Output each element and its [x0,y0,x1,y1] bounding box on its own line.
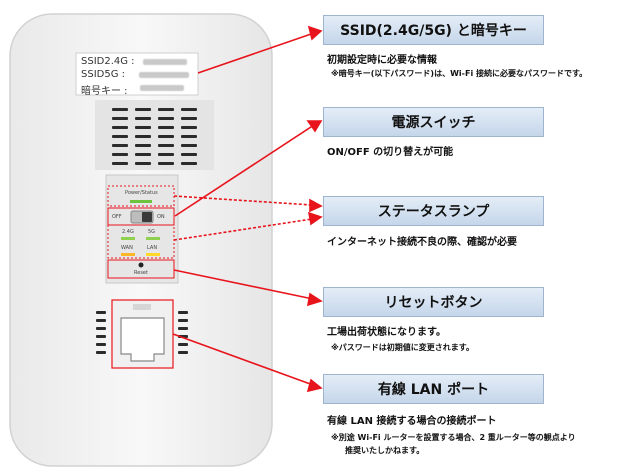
led-lan-label: LAN [147,245,158,251]
arrow-reset [173,269,314,300]
arrowhead-ssid [307,25,323,41]
switch-off-label: OFF [112,214,122,220]
arrow-status-1 [173,195,313,206]
lan-port [120,317,165,362]
led-wan [121,253,135,256]
led-24g [121,237,135,240]
callout-lan-port: 有線 LAN ポート [323,374,544,404]
vent-slots [112,108,197,165]
note-ssid: ※暗号キー(以下パスワード)は、Wi-Fi 接続に必要なパスワードです。 [331,69,588,78]
led-24g-label: 2.4G [122,229,134,235]
arrowhead-power [306,120,323,133]
arrow-status-2 [173,218,313,241]
arrows [172,25,323,393]
power-switch-knob [142,212,152,222]
ssid24-label: SSID2.4G : [81,56,135,67]
note-lan-port: ※別途 Wi-Fi ルーターを設置する場合、2 重ルーター等の観点より [331,433,576,442]
reset-highlight [107,259,175,279]
arrowhead-status-2 [307,211,323,226]
desc-ssid: 初期設定時に必要な情報 [327,55,437,66]
switch-on-label: ON [157,214,165,220]
desc-power-switch: ON/OFF の切り替えが可能 [327,147,454,158]
arrowhead-status-1 [309,198,323,213]
reset-label: Reset [134,270,148,276]
arrowhead-lan [306,378,323,393]
led-5g [146,237,160,240]
reset-button-hole [138,262,144,268]
key-label: 暗号キー : [81,86,128,97]
note-lan-port-2: 推奨いたしかねます。 [345,446,425,455]
arrow-lan [172,333,314,386]
led-group-highlight [107,224,175,259]
led-wan-label: WAN [121,245,133,251]
ssid5-value-redacted [139,72,189,78]
callout-ssid: SSID(2.4G/5G) と暗号キー [323,15,544,45]
callout-power-switch: 電源スイッチ [323,107,544,137]
callout-status-lamp: ステータスランプ [323,196,544,226]
arrow-ssid [197,32,315,74]
desc-reset-button: 工場出荷状態になります。 [327,327,446,338]
side-vent-left [96,311,106,354]
led-5g-label: 5G [148,229,156,235]
power-led [130,200,152,203]
side-vent-right [178,311,188,354]
desc-lan-port: 有線 LAN 接続する場合の接続ポート [327,416,497,427]
callout-reset-button: リセットボタン [323,287,544,317]
arrowhead-reset [306,292,323,307]
ssid24-value-redacted [143,59,187,65]
key-value-redacted [140,85,184,91]
led-lan [146,253,160,256]
power-status-label: Power/Status [125,190,158,196]
note-reset-button: ※パスワードは初期値に変更されます。 [331,343,474,352]
desc-status-lamp: インターネット接続不良の際、確認が必要 [327,237,517,248]
ssid5-label: SSID5G : [81,69,126,80]
lan-port-label [133,304,151,310]
arrow-power [174,124,315,217]
